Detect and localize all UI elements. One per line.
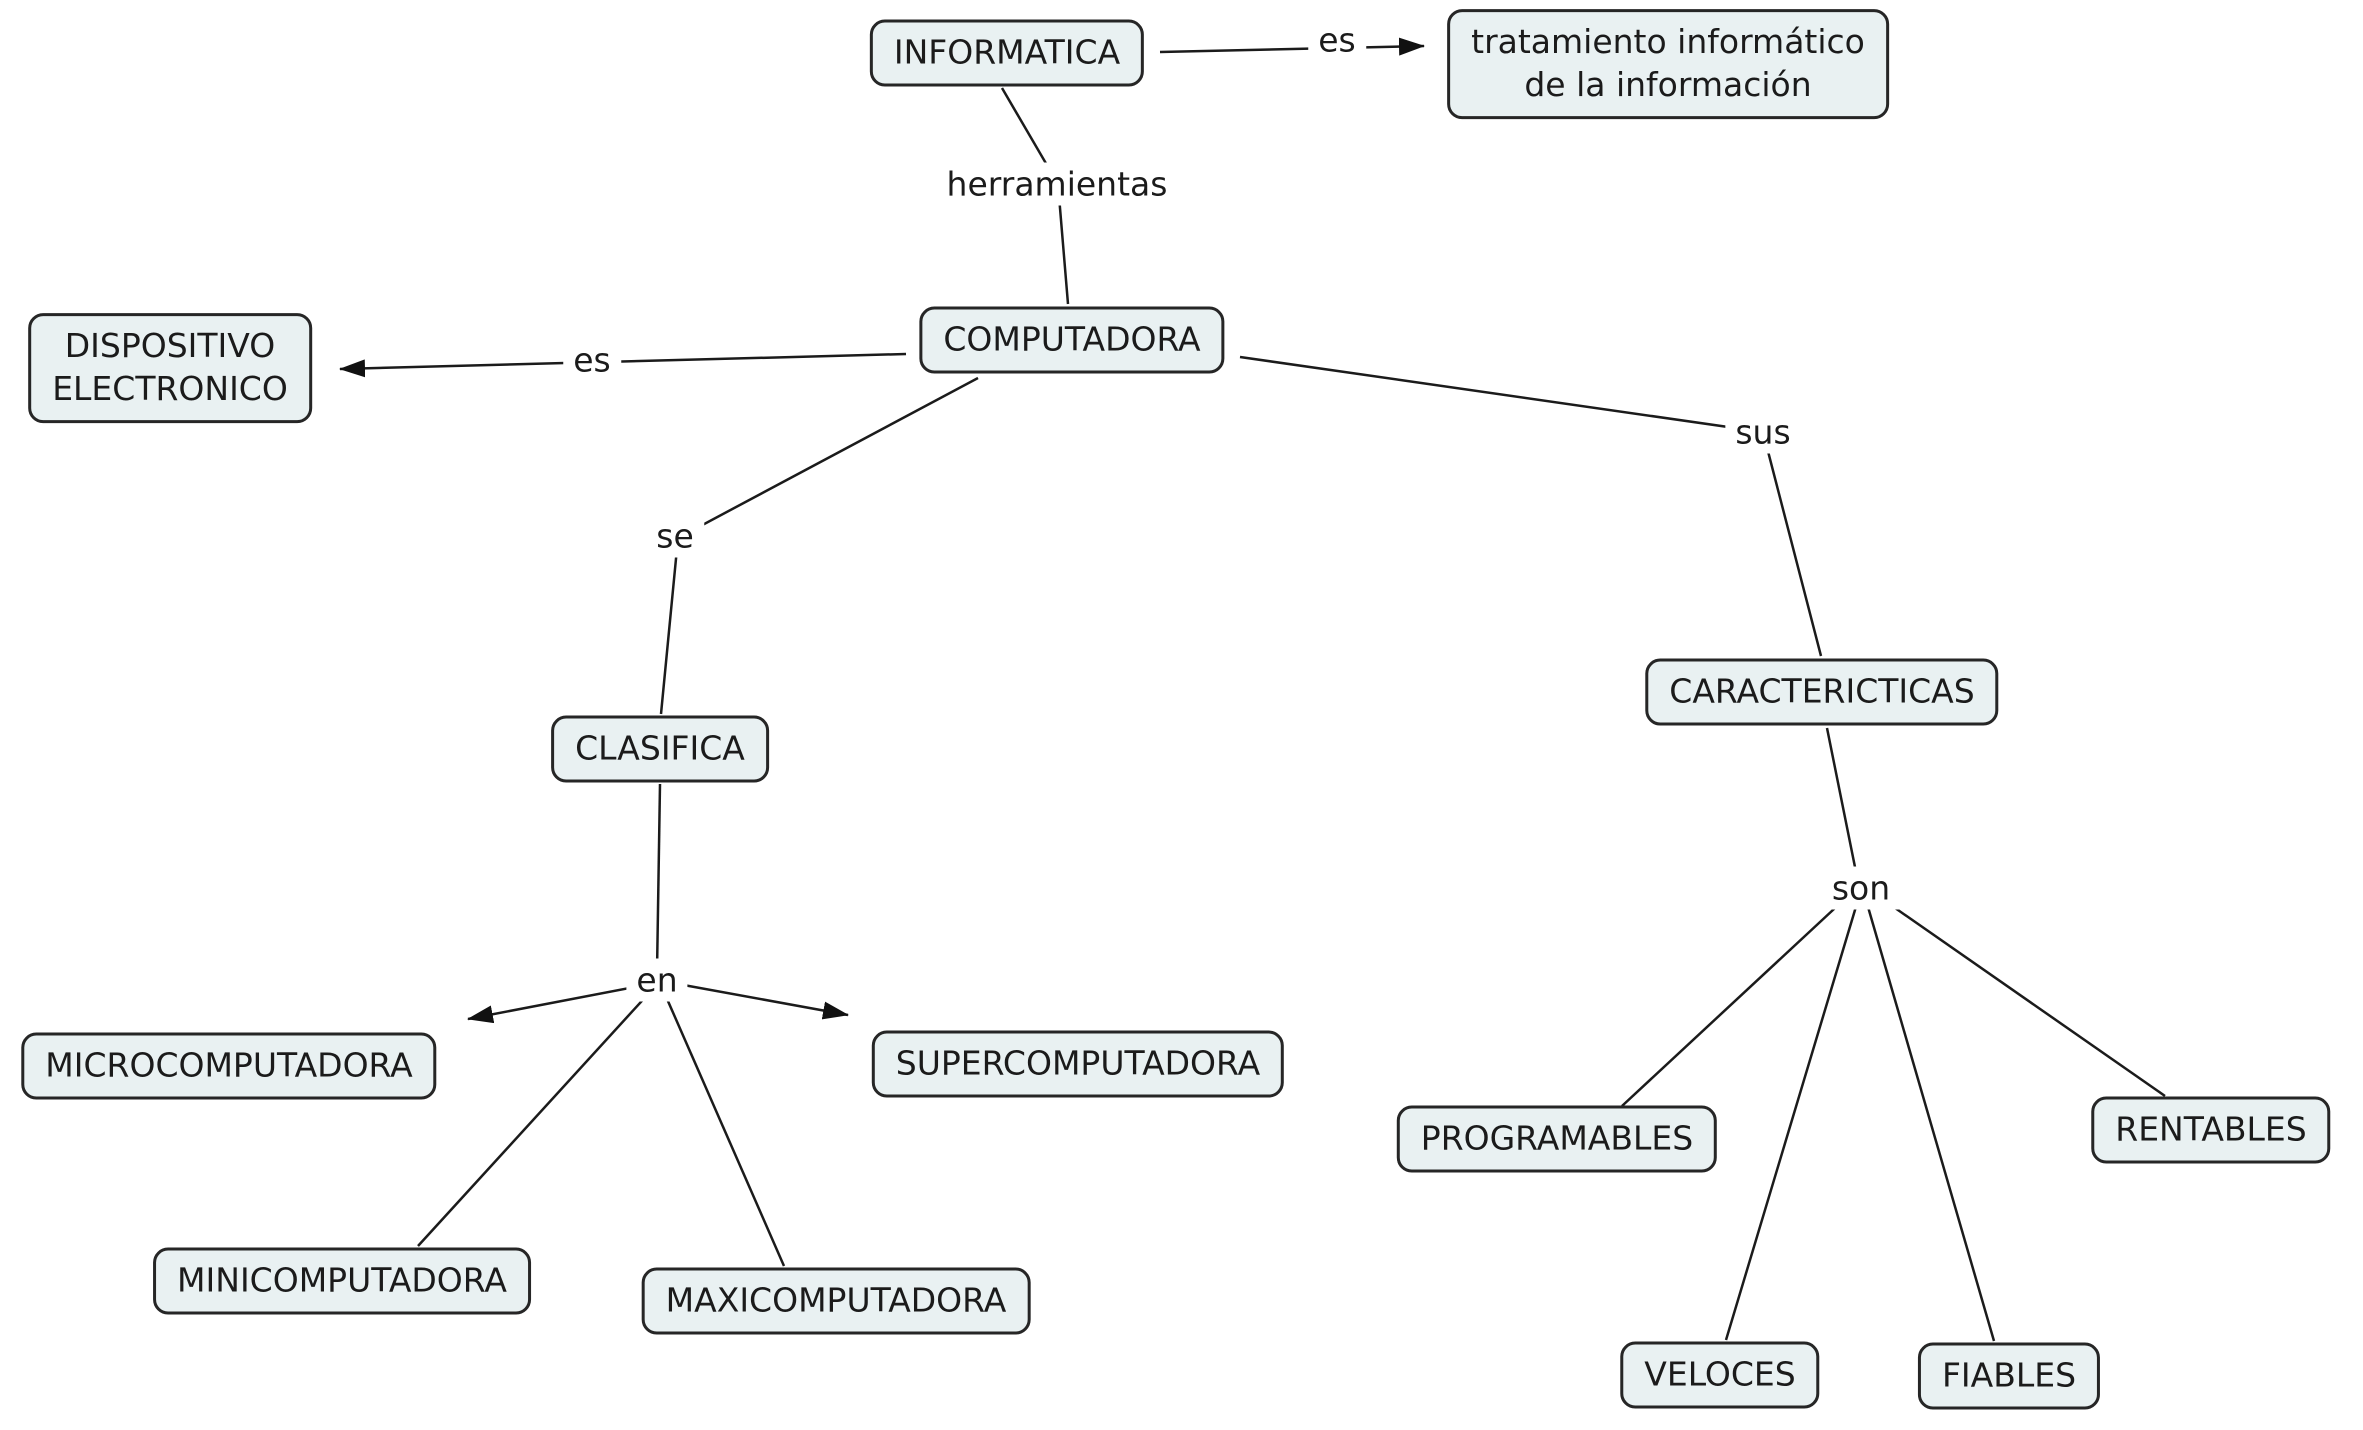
edge-clasifica-en — [655, 783, 662, 973]
edge-computadora-clasifica — [659, 376, 979, 715]
edge-label-sus[interactable]: sus — [1725, 410, 1801, 454]
edge-informatica-tratamiento — [1159, 37, 1425, 56]
edge-en-microcomputadora — [467, 984, 641, 1024]
node-fiables[interactable]: FIABLES — [1917, 1342, 2101, 1410]
edge-en-minicomputadora — [417, 991, 651, 1247]
edge-computadora-dispositivo — [339, 352, 907, 378]
edge-son-programables — [1621, 895, 1849, 1107]
node-rentables[interactable]: RENTABLES — [2091, 1096, 2331, 1164]
edge-label-son[interactable]: son — [1821, 866, 1901, 910]
node-clasifica[interactable]: CLASIFICA — [551, 715, 769, 783]
edge-caracteristicas-son — [1825, 727, 1860, 883]
edge-son-veloces — [1724, 899, 1860, 1341]
edge-computadora-caracteristicas — [1239, 355, 1823, 657]
node-minicomputadora[interactable]: MINICOMPUTADORA — [153, 1247, 531, 1315]
node-programables[interactable]: PROGRAMABLES — [1396, 1105, 1718, 1173]
node-microcomputadora[interactable]: MICROCOMPUTADORA — [21, 1032, 437, 1100]
node-dispositivo-electronico[interactable]: DISPOSITIVO ELECTRONICO — [28, 313, 312, 423]
edge-son-fiables — [1864, 899, 1996, 1342]
node-informatica[interactable]: INFORMATICA — [869, 19, 1145, 87]
edge-label-en[interactable]: en — [626, 958, 688, 1002]
edge-en-supercomputadora — [677, 982, 849, 1020]
node-maxicomputadora[interactable]: MAXICOMPUTADORA — [641, 1267, 1031, 1335]
edge-label-herramientas[interactable]: herramientas — [936, 162, 1178, 206]
node-caracteristicas[interactable]: CARACTERICTICAS — [1645, 658, 1999, 726]
edge-label-es-tratamiento[interactable]: es — [1308, 18, 1366, 62]
edge-label-se[interactable]: se — [646, 514, 704, 558]
node-supercomputadora[interactable]: SUPERCOMPUTADORA — [871, 1030, 1285, 1098]
node-veloces[interactable]: VELOCES — [1620, 1341, 1820, 1409]
node-tratamiento-informatico[interactable]: tratamiento informático de la informació… — [1447, 9, 1889, 119]
edge-son-rentables — [1874, 892, 2166, 1098]
node-computadora[interactable]: COMPUTADORA — [919, 306, 1225, 374]
edge-label-es-dispositivo[interactable]: es — [563, 338, 621, 382]
edge-en-maxicomputadora — [662, 991, 786, 1267]
